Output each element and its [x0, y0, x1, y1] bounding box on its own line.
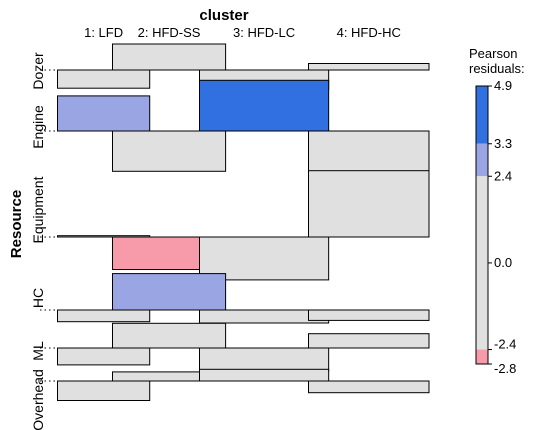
- row-axis-title: Resource: [8, 190, 25, 258]
- residual-cell: [308, 333, 430, 349]
- legend-tick-label: 4.9: [494, 78, 512, 93]
- residual-cell: [199, 79, 330, 132]
- legend-frame: [475, 85, 489, 365]
- residual-cell: [57, 309, 151, 323]
- legend-tick-label: -2.4: [494, 337, 516, 352]
- column-label: 1: LFD: [84, 25, 123, 40]
- column-label: 2: HFD-SS: [138, 25, 201, 40]
- row-label: Engine: [30, 105, 46, 149]
- column-label: 3: HFD-LC: [233, 25, 295, 40]
- legend-band: [476, 176, 488, 350]
- legend-tick-label: 3.3: [494, 136, 512, 151]
- residual-cell: [112, 322, 227, 349]
- residual-cell: [57, 69, 151, 89]
- residual-cell: [199, 236, 330, 281]
- legend-tick-label: 2.4: [494, 168, 512, 183]
- legend-tick-label: 0.0: [494, 255, 512, 270]
- row-label: Dozer: [30, 52, 46, 90]
- row-label: HC: [30, 288, 46, 308]
- residual-cell: [112, 273, 227, 311]
- residual-cell: [57, 95, 151, 132]
- row-label: ML: [30, 341, 46, 361]
- column-axis-title: cluster: [199, 7, 248, 24]
- legend-band: [476, 143, 488, 177]
- residual-cell: [112, 43, 227, 71]
- row-label: Overhead: [30, 369, 46, 430]
- residual-cell: [308, 63, 430, 71]
- residual-cell: [308, 380, 430, 394]
- legend-tick-label: -2.8: [494, 361, 516, 376]
- column-label: 4: HFD-HC: [337, 25, 401, 40]
- column-labels: 1: LFD 2: HFD-SS 3: HFD-LC 4: HFD-HC: [84, 25, 401, 40]
- residual-cell: [57, 235, 151, 238]
- legend-band: [476, 349, 488, 364]
- row-label: Equipment: [30, 176, 46, 243]
- residual-cell: [57, 347, 151, 366]
- residual-cell: [112, 130, 227, 172]
- residual-cell: [199, 368, 330, 382]
- residual-cells: [57, 43, 430, 401]
- legend-band: [476, 86, 488, 144]
- residual-cell: [308, 309, 430, 321]
- legend-title-line-2: residuals:: [469, 61, 525, 76]
- residual-cell: [57, 380, 151, 401]
- residual-cell: [199, 347, 330, 372]
- residual-cell: [308, 170, 430, 238]
- legend-color-bar: 4.9 3.3 2.4 0.0 -2.4 -2.8: [475, 78, 516, 376]
- legend-title-line-1: Pearson: [469, 46, 517, 61]
